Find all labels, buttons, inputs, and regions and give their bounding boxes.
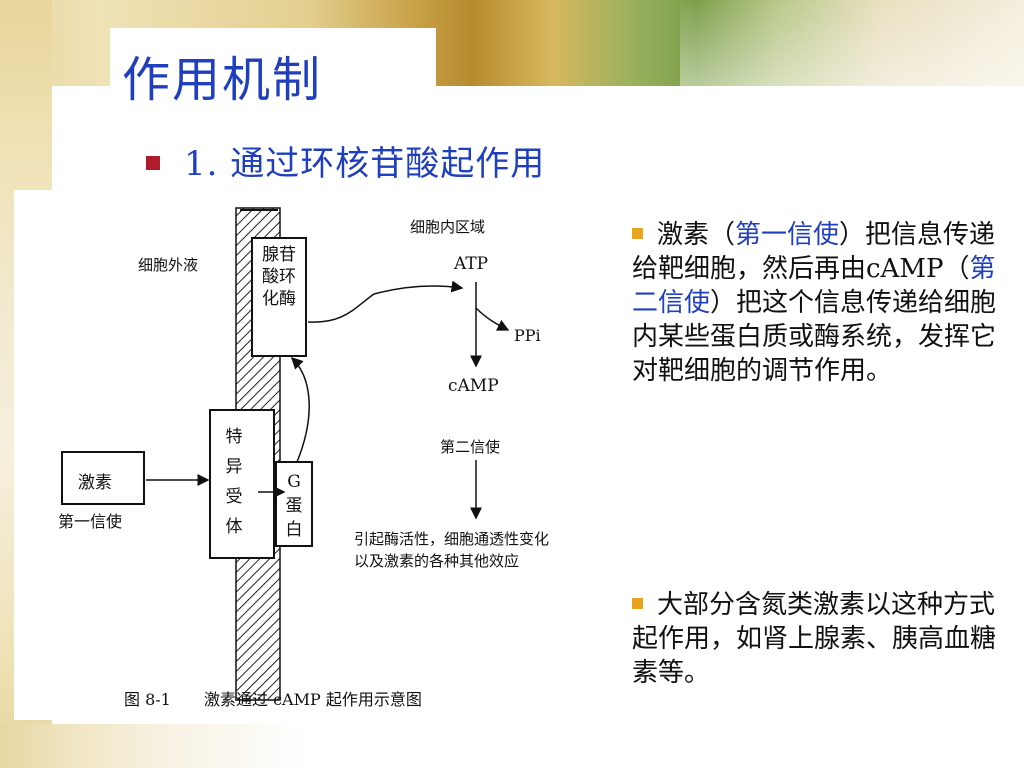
extracellular-label: 细胞外液 bbox=[138, 256, 199, 274]
figure-caption-text: 激素通过 cAMP 起作用示意图 bbox=[204, 690, 422, 709]
p1-second-messenger: 第二信使 bbox=[632, 254, 996, 318]
effect-line-1: 引起酶活性，细胞通透性变化 bbox=[354, 530, 550, 548]
figure-caption-number: 图 8-1 bbox=[124, 690, 171, 709]
intracellular-label: 细胞内区域 bbox=[410, 218, 486, 236]
ppi-label: PPi bbox=[514, 326, 541, 345]
paragraph-1: 激素（第一信使）把信息传递给靶细胞，然后再由cAMP（第二信使）把这个信息传递给… bbox=[632, 218, 1002, 388]
hormone-box-label: 激素 bbox=[78, 473, 112, 493]
g-to-cyclase-arrow bbox=[290, 356, 310, 463]
p1-first-messenger: 第一信使 bbox=[735, 220, 840, 250]
subtitle-row: 1. 通过环核苷酸起作用 bbox=[146, 136, 545, 185]
bullet-square-icon bbox=[146, 155, 160, 170]
bullet-square-icon bbox=[632, 597, 643, 609]
effect-line-2: 以及激素的各种其他效应 bbox=[354, 552, 520, 570]
receptor-label: 特 异 受 体 bbox=[225, 427, 243, 537]
g-protein-label: G 蛋 白 bbox=[285, 472, 303, 540]
first-messenger-label: 第一信使 bbox=[58, 512, 123, 531]
second-messenger-label: 第二信使 bbox=[440, 438, 501, 456]
cyclase-to-atp-arrow bbox=[307, 280, 464, 323]
p1-text-a: 激素（ bbox=[657, 220, 736, 250]
cyclase-label: 腺苷 酸环 化酶 bbox=[262, 245, 296, 309]
bullet-square-icon bbox=[632, 227, 643, 239]
adenylate-cyclase-box bbox=[251, 237, 307, 357]
slide-title: 作用机制 bbox=[122, 52, 323, 108]
footer-decoration bbox=[0, 724, 1024, 768]
camp-label: cAMP bbox=[448, 376, 499, 396]
paragraph-2: 大部分含氮类激素以这种方式起作用，如肾上腺素、胰高血糖素等。 bbox=[632, 588, 1002, 690]
ppi-branch bbox=[475, 307, 510, 331]
g-protein-box bbox=[275, 461, 313, 547]
title-box bbox=[110, 28, 436, 120]
p2-text: 大部分含氮类激素以这种方式起作用，如肾上腺素、胰高血糖素等。 bbox=[632, 590, 997, 688]
camp-mechanism-figure: 细胞外液 细胞内区域 腺苷 酸环 化酶 特 异 受 体 G 蛋 白 激素 第一信… bbox=[14, 190, 618, 720]
hormone-box bbox=[61, 451, 145, 505]
figure-drawing bbox=[61, 207, 510, 701]
slide-subtitle: 1. 通过环核苷酸起作用 bbox=[184, 144, 546, 184]
p1-text-c: ）把信息传递给靶细胞，然后再由cAMP（ bbox=[632, 220, 996, 284]
receptor-box bbox=[209, 409, 275, 559]
atp-label: ATP bbox=[454, 254, 489, 274]
p1-text-e: ）把这个信息传递给细胞内某些蛋白质或酶系统，发挥它对靶细胞的调节作用。 bbox=[632, 288, 997, 386]
